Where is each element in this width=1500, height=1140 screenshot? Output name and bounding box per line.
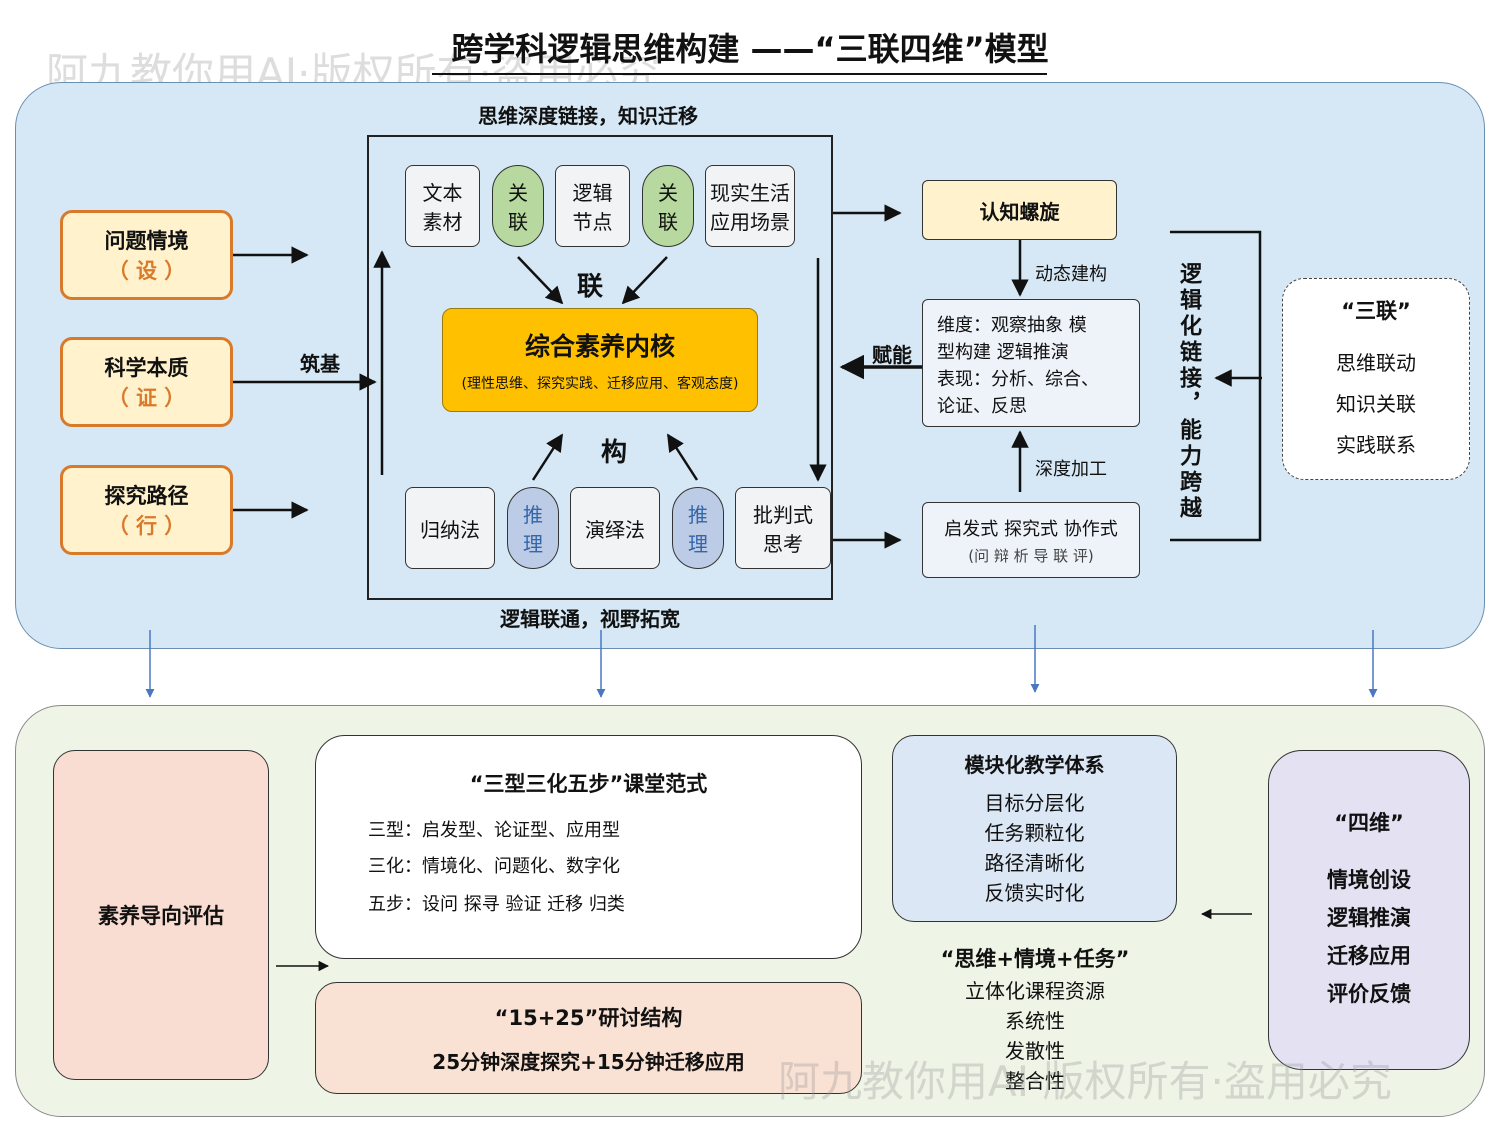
resources-item-3: 发散性 [1005,1039,1065,1063]
core-subtitle: (理性思维、探究实践、迁移应用、客观态度) [461,376,739,392]
inquiry-path-label: 探究路径 [104,484,189,508]
text-material-l2: 素材 [422,210,463,234]
science-nature-sub: （ 证 ） [107,386,186,410]
critical-l1: 批判式 [753,503,813,527]
module-item-3: 路径清晰化 [984,851,1085,875]
module-item-4: 反馈实时化 [984,881,1085,905]
box-cognitive-spiral: 认知螺旋 [922,180,1117,240]
logic-node-l1: 逻辑 [572,181,613,205]
box-induction: 归纳法 [405,487,495,569]
arrow-gou-left [531,433,564,481]
arrow-lian-left [517,256,564,305]
relate-1-l2: 联 [508,210,528,234]
box-paradigm: “三型三化五步”课堂范式 三型：启发型、论证型、应用型 三化：情境化、问题化、数… [315,735,862,959]
paradigm-line-2: 三化：情境化、问题化、数字化 [368,856,620,877]
label-deep: 深度加工 [1035,459,1107,480]
page-title: 跨学科逻辑思维构建 ——“三联四维”模型 [451,30,1049,68]
siwei-item-4: 评价反馈 [1327,982,1411,1006]
box-dimension: 维度：观察抽象 模 型构建 逻辑推演 表现：分析、综合、 论证、反思 [922,299,1140,427]
box-deduction: 演绎法 [570,487,660,569]
problem-situation-label: 问题情境 [104,229,189,253]
pill-reasoning-2: 推 理 [672,487,724,569]
box-structure: “15+25”研讨结构 25分钟深度探究+15分钟迁移应用 [315,982,862,1094]
inquiry-path-sub: （ 行 ） [107,514,186,538]
deduction-label: 演绎法 [585,517,645,542]
box-sanlian: “三联” 思维联动 知识关联 实践联系 [1282,278,1470,480]
box-problem-situation: 问题情境 （ 设 ） [60,210,233,300]
dimension-l1: 维度：观察抽象 模 [937,315,1087,336]
resources-item-1: 立体化课程资源 [965,979,1105,1003]
pill-reasoning-1: 推 理 [507,487,559,569]
vertical-label: 逻辑化链接，能力跨越 [1176,262,1201,522]
box-text-material: 文本 素材 [405,165,480,247]
sanlian-item-2: 知识关联 [1336,391,1416,416]
reasoning-2-l2: 理 [688,532,708,556]
dimension-l4: 论证、反思 [937,396,1027,417]
resources-item-2: 系统性 [1005,1009,1065,1033]
box-module: 模块化教学体系 目标分层化 任务颗粒化 路径清晰化 反馈实时化 [892,735,1177,922]
sanlian-item-3: 实践联系 [1336,432,1416,457]
real-life-l2: 应用场景 [710,210,790,234]
box-logic-node: 逻辑 节点 [555,165,630,247]
dimension-l2: 型构建 逻辑推演 [937,342,1069,363]
label-gou: 构 [601,438,628,468]
module-item-2: 任务颗粒化 [984,821,1085,845]
relate-2-l2: 联 [658,210,678,234]
arrow-lian-right [621,256,668,305]
module-item-1: 目标分层化 [984,791,1085,815]
box-siwei: “四维” 情境创设 逻辑推演 迁移应用 评价反馈 [1268,750,1470,1070]
real-life-l1: 现实生活 [710,181,790,205]
relate-1-l1: 关 [508,181,528,205]
label-dynamic: 动态建构 [1035,264,1107,285]
reasoning-2-l1: 推 [688,503,708,527]
siwei-title: “四维” [1334,811,1404,835]
bracket-right [1170,230,1262,542]
science-nature-label: 科学本质 [104,356,189,380]
problem-situation-sub: （ 设 ） [107,259,186,283]
paradigm-line-1: 三型：启发型、论证型、应用型 [368,820,620,841]
paradigm-title: “三型三化五步”课堂范式 [469,772,708,796]
resources-title: “思维+情境+任务” [940,947,1130,971]
pill-relate-2: 关 联 [642,165,694,247]
resources-item-4: 整合性 [1005,1069,1065,1093]
siwei-item-3: 迁移应用 [1327,944,1411,968]
sanlian-title: “三联” [1341,298,1411,323]
critical-l2: 思考 [763,532,803,556]
title-underline [432,73,1047,75]
central-frame [367,135,833,600]
sanlian-item-1: 思维联动 [1336,350,1416,375]
label-funeng: 赋能 [872,343,912,367]
siwei-item-2: 逻辑推演 [1327,906,1411,930]
siwei-item-1: 情境创设 [1327,868,1411,892]
method-l1: 启发式 探究式 协作式 [944,518,1118,540]
reasoning-1-l2: 理 [523,532,543,556]
box-assessment: 素养导向评估 [53,750,269,1080]
dimension-l3: 表现：分析、综合、 [937,369,1099,390]
label-bottom: 逻辑联通，视野拓宽 [500,607,680,631]
box-inquiry-path: 探究路径 （ 行 ） [60,465,233,555]
text-material-l1: 文本 [422,181,463,205]
induction-label: 归纳法 [420,517,480,542]
box-critical-thinking: 批判式 思考 [735,487,831,569]
label-zhuji: 筑基 [300,352,340,376]
pill-relate-1: 关 联 [492,165,544,247]
structure-line: 25分钟深度探究+15分钟迁移应用 [432,1049,745,1074]
reasoning-1-l1: 推 [523,503,543,527]
arrow-gou-right [666,433,699,481]
label-top: 思维深度链接，知识迁移 [478,104,698,128]
core-title: 综合素养内核 [524,332,675,361]
box-method: 启发式 探究式 协作式 (问 辩 析 导 联 评) [922,502,1140,578]
paradigm-line-3: 五步：设问 探寻 验证 迁移 归类 [368,894,625,915]
resources-block: “思维+情境+任务” 立体化课程资源 系统性 发散性 整合性 [900,942,1170,1097]
logic-node-l2: 节点 [572,210,613,234]
relate-2-l1: 关 [658,181,678,205]
box-real-life: 现实生活 应用场景 [705,165,795,247]
core-box: 综合素养内核 (理性思维、探究实践、迁移应用、客观态度) [442,308,758,412]
method-l2: (问 辩 析 导 联 评) [968,546,1094,565]
structure-title: “15+25”研讨结构 [494,1005,683,1030]
module-title: 模块化教学体系 [964,753,1105,777]
box-science-nature: 科学本质 （ 证 ） [60,337,233,427]
label-lian: 联 [577,272,604,302]
